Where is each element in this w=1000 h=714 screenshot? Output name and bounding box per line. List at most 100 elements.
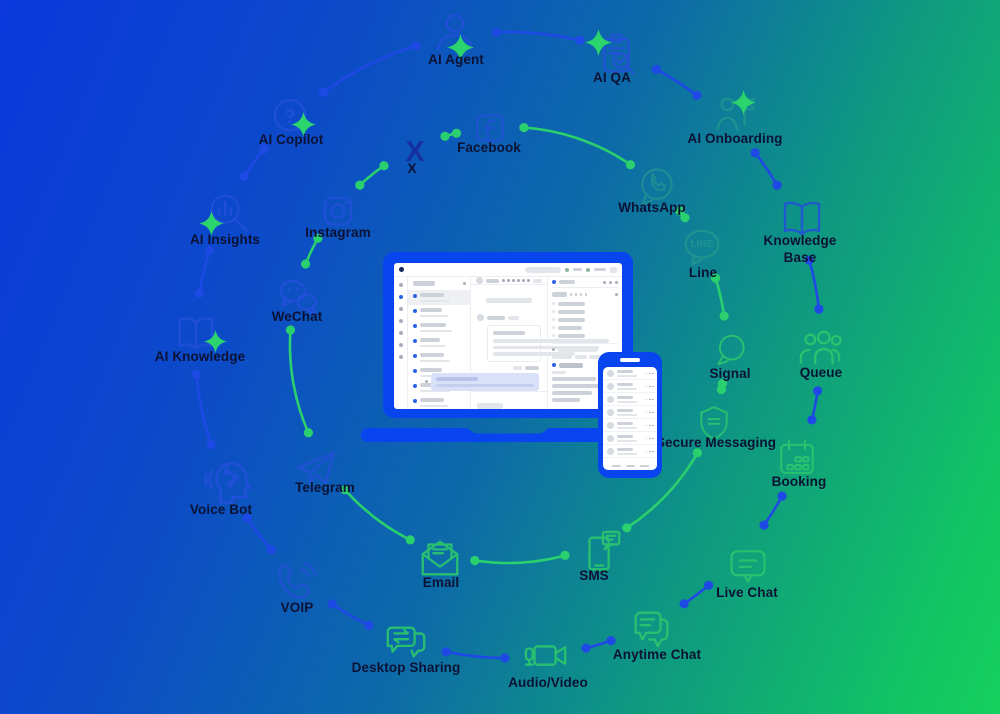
outer-ring-dot [205, 245, 215, 256]
inner-ring-dot [675, 206, 685, 216]
sparkle-icon [446, 33, 474, 61]
inner-ring-dot [355, 180, 365, 190]
outer-ring-dot [814, 304, 824, 314]
outer-ring-dot [266, 545, 276, 555]
facebook-label: Facebook [457, 140, 521, 155]
composer-pill [477, 403, 503, 409]
phone-list-row [603, 445, 657, 458]
rail-dot [398, 283, 403, 287]
phone-list-row [603, 406, 657, 419]
outer-ring-arc [810, 389, 819, 422]
message-avatar [477, 314, 484, 321]
outer-ring-dot [807, 415, 817, 425]
live-chat-label: Live Chat [716, 585, 778, 600]
phone-tab [639, 465, 649, 467]
outer-ring-arc [808, 259, 821, 311]
outer-ring-dot [491, 27, 502, 37]
signal-bubble-icon [712, 331, 750, 369]
list-sort-icon [463, 282, 466, 285]
video-camera-icon [523, 634, 569, 680]
inner-ring-arc [714, 276, 726, 318]
app-window-screenshot [394, 263, 622, 409]
svg-text:LINE: LINE [691, 239, 714, 250]
outer-ring-dot [206, 440, 216, 450]
outer-ring-dot [692, 90, 702, 100]
insights-magnifier-icon [205, 191, 251, 237]
list-header-pill [413, 281, 435, 286]
x-label: X [407, 161, 417, 176]
outer-ring-arc [198, 249, 211, 295]
outer-ring-arc [242, 147, 266, 178]
outer-ring-arc [330, 602, 371, 627]
wechat-label: WeChat [271, 309, 323, 324]
ai-insights-label: AI Insights [189, 232, 261, 247]
outer-ring-dot [704, 580, 714, 590]
detail-row [552, 324, 618, 332]
rail-dot [398, 295, 403, 299]
outer-ring-dot [411, 41, 421, 51]
person-icon [432, 9, 478, 55]
outer-ring-dot [813, 386, 823, 396]
inner-ring-arc [625, 451, 699, 530]
inner-ring-dot [451, 128, 462, 138]
chat-title-pill [486, 278, 500, 283]
inner-ring-dot [710, 273, 721, 283]
queue-label: Queue [799, 365, 843, 380]
outer-ring-arc [655, 68, 699, 97]
outer-ring-dot [364, 620, 374, 631]
voice-bot-label: Voice Bot [189, 502, 253, 517]
details-panel [547, 277, 622, 409]
inner-ring-dot [622, 523, 632, 533]
conversation-row [408, 290, 470, 305]
outer-ring-dot [242, 513, 252, 523]
ai-onboarding-label: AI Onboarding [687, 131, 783, 146]
phone-tabbar [603, 465, 657, 467]
phone-list-row [603, 367, 657, 380]
rail-dot [398, 331, 403, 335]
phone-list-row [603, 432, 657, 445]
sparkle-icon [584, 28, 612, 56]
inner-ring-dot [519, 123, 529, 133]
chat-panel [425, 277, 609, 409]
outer-ring-dot [772, 180, 782, 190]
phone-mockup [598, 352, 662, 478]
app-nav-rail [394, 277, 408, 409]
outer-ring-dot [575, 35, 585, 46]
inner-ring-dot [692, 448, 703, 458]
timestamp-pill [508, 315, 519, 320]
inner-ring-dot [340, 485, 350, 495]
outer-ring-dot [259, 144, 269, 154]
copilot-question-icon: ? [268, 95, 312, 139]
detail-row [552, 316, 618, 324]
phone-tab [611, 465, 621, 467]
outer-ring-dot [318, 87, 328, 98]
user-avatar-icon [565, 267, 569, 272]
outer-ring-dot [327, 599, 337, 609]
secure-messaging-label: Secure Messaging [655, 435, 777, 450]
inner-ring-dot [680, 213, 690, 223]
wechat-icon [274, 273, 322, 321]
inner-ring-dot [405, 535, 415, 545]
inner-ring-arc [304, 237, 320, 266]
topbar-item [594, 268, 606, 271]
inner-ring-dot [303, 428, 313, 438]
sender-name-pill [487, 315, 505, 320]
sparkle-icon [730, 89, 756, 115]
inner-ring-dot [625, 160, 636, 170]
instagram-icon [317, 190, 359, 232]
whatsapp-label: WhatsApp [618, 200, 686, 215]
shield-icon [695, 404, 733, 442]
inner-ring-dot [716, 385, 727, 395]
ai-agent-label: AI Agent [428, 52, 484, 67]
app-topbar [394, 263, 622, 277]
inner-ring-dot [470, 555, 480, 566]
voip-label: VOIP [280, 600, 314, 615]
outer-ring-arc [444, 650, 507, 660]
outer-ring-dot [679, 599, 689, 609]
outer-ring-dot [777, 491, 787, 501]
outer-ring-arc [495, 30, 582, 42]
topbar-button [610, 266, 617, 273]
share-bubbles-icon [383, 620, 429, 666]
